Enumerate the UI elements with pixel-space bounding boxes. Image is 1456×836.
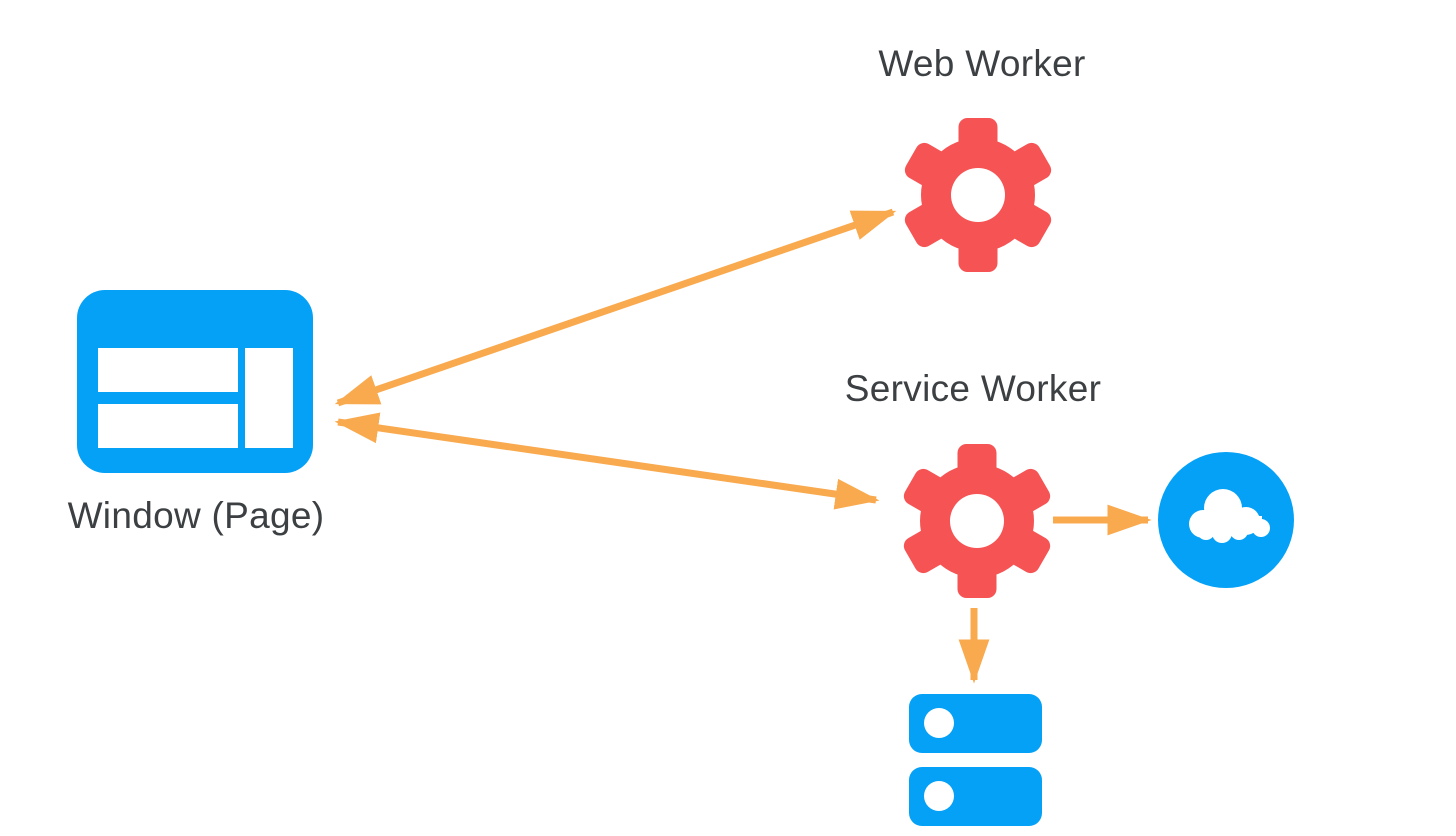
gear-hub-hole (950, 494, 1004, 548)
window-content-panes (98, 348, 293, 448)
service-worker-gear-icon (900, 444, 1054, 598)
web-worker-gear-icon (901, 118, 1055, 272)
database-disk-light (924, 781, 954, 811)
service-worker-label: Service Worker (844, 368, 1102, 409)
arrow-window-service-worker (334, 412, 880, 510)
web-worker-label: Web Worker (878, 43, 1086, 84)
arrow-window-web-worker (334, 208, 897, 407)
gear-hub-hole (951, 168, 1005, 222)
database-stack-icon (909, 694, 1042, 826)
database-disk-light (924, 708, 954, 738)
browser-window-icon (77, 290, 313, 473)
window-page-label: Window (Page) (67, 495, 325, 536)
cloud-glyph (1189, 489, 1270, 543)
cloud-icon (1158, 452, 1294, 588)
